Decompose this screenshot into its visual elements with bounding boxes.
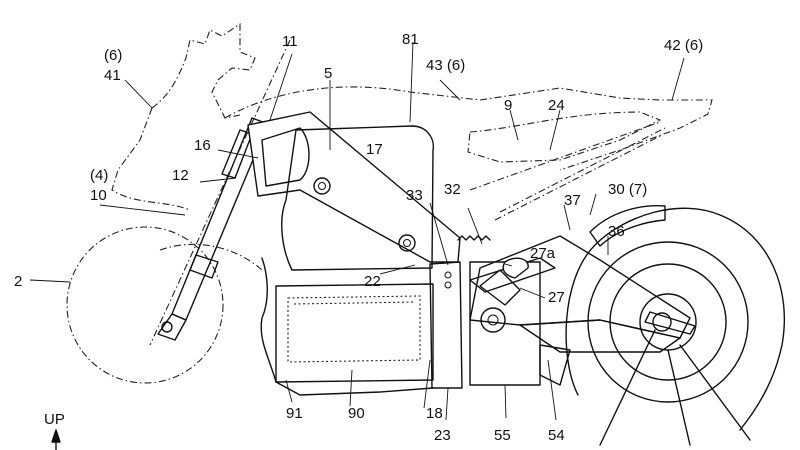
tail-stripe-3 bbox=[499, 127, 666, 213]
label-90: 90 bbox=[348, 405, 365, 422]
link-27a bbox=[502, 257, 529, 279]
battery-module bbox=[287, 295, 421, 363]
label-24: 24 bbox=[548, 97, 565, 114]
seat-tail-outline bbox=[224, 86, 713, 171]
label-18: 18 bbox=[426, 405, 443, 422]
chain-guard bbox=[539, 344, 571, 386]
label-11: 11 bbox=[282, 33, 298, 50]
label-27a: 27a bbox=[530, 245, 556, 262]
rider-outline bbox=[151, 22, 256, 119]
main-frame bbox=[247, 111, 461, 263]
lower-front-panel bbox=[260, 257, 277, 383]
label-4: (4) bbox=[90, 167, 108, 184]
upper-cowl-outline bbox=[111, 107, 191, 211]
label-16: 16 bbox=[194, 137, 211, 154]
front-fender bbox=[159, 243, 263, 271]
label-up: UP bbox=[44, 411, 65, 428]
label-30-7: 30 (7) bbox=[608, 181, 647, 198]
label-36: 36 bbox=[608, 223, 625, 240]
label-22: 22 bbox=[364, 273, 381, 290]
motor-pulley bbox=[480, 307, 506, 333]
rear-rim bbox=[609, 263, 727, 381]
front-wheel bbox=[66, 226, 224, 384]
label-42-6: 42 (6) bbox=[664, 37, 703, 54]
bellows-32 bbox=[457, 235, 491, 241]
rear-spokes bbox=[599, 329, 751, 446]
underside-line bbox=[275, 381, 434, 396]
rear-hub bbox=[652, 312, 672, 332]
battery-case bbox=[281, 125, 435, 271]
label-81: 81 bbox=[402, 31, 419, 48]
label-10: 10 bbox=[90, 187, 107, 204]
label-91: 91 bbox=[286, 405, 303, 422]
battery-module-inner bbox=[293, 301, 415, 305]
swing-arm bbox=[469, 235, 691, 339]
label-54: 54 bbox=[548, 427, 565, 444]
battery-lower-body bbox=[275, 283, 434, 383]
label-33: 33 bbox=[406, 187, 423, 204]
head-pipe-window bbox=[261, 127, 310, 187]
label-37: 37 bbox=[564, 192, 581, 209]
frame-bolt-upper bbox=[313, 177, 331, 195]
reference-numerals: 81 (6) 41 11 5 43 (6) 42 (6) 9 24 16 17 … bbox=[14, 31, 703, 444]
label-2: 2 bbox=[14, 273, 22, 290]
label-43-6: 43 (6) bbox=[426, 57, 465, 74]
frame-bolt-lower bbox=[398, 234, 416, 252]
label-6-a: (6) bbox=[104, 47, 122, 64]
label-5: 5 bbox=[324, 65, 332, 82]
pivot-plate bbox=[429, 261, 463, 389]
axle-bracket bbox=[644, 311, 696, 335]
leader-lines bbox=[29, 41, 685, 421]
label-9: 9 bbox=[504, 97, 512, 114]
label-12: 12 bbox=[172, 167, 189, 184]
label-41: 41 bbox=[104, 67, 121, 84]
label-27: 27 bbox=[548, 289, 565, 306]
tail-stripe-1 bbox=[469, 121, 661, 191]
rear-fender bbox=[589, 205, 666, 247]
label-23: 23 bbox=[434, 427, 451, 444]
seat-inner-outline bbox=[467, 111, 662, 163]
label-55: 55 bbox=[494, 427, 511, 444]
label-17: 17 bbox=[366, 141, 383, 158]
rear-tire-inner bbox=[587, 241, 749, 403]
rear-tire-outer bbox=[565, 207, 786, 431]
tail-stripe-2 bbox=[494, 134, 663, 221]
label-32: 32 bbox=[444, 181, 461, 198]
link-bracket bbox=[479, 269, 521, 306]
